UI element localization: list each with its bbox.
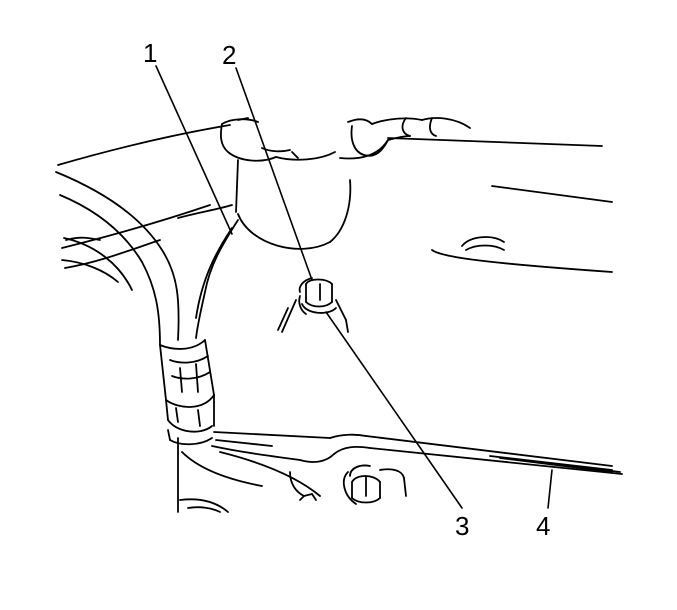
oil-pan-bolt <box>290 465 406 504</box>
callout-3: 3 <box>455 511 470 541</box>
callout-4: 4 <box>536 511 551 541</box>
callout-1: 1 <box>143 38 158 68</box>
fill-tube <box>56 172 179 345</box>
wire-harness <box>196 220 238 338</box>
oil-pan-flange <box>182 432 622 496</box>
cover-panel <box>340 138 612 272</box>
upper-housing <box>58 118 248 268</box>
lower-housing <box>180 499 228 512</box>
callout-2: 2 <box>222 40 237 70</box>
drain-bolt <box>278 278 348 332</box>
leader-line-4 <box>548 470 552 508</box>
leader-line-1 <box>156 66 232 234</box>
pipe-neck <box>221 119 350 249</box>
hose-clamp <box>348 118 470 156</box>
leader-line-2 <box>236 68 312 280</box>
leader-lines <box>156 66 552 508</box>
leader-line-3 <box>326 312 462 508</box>
tube-sleeve <box>160 340 214 512</box>
